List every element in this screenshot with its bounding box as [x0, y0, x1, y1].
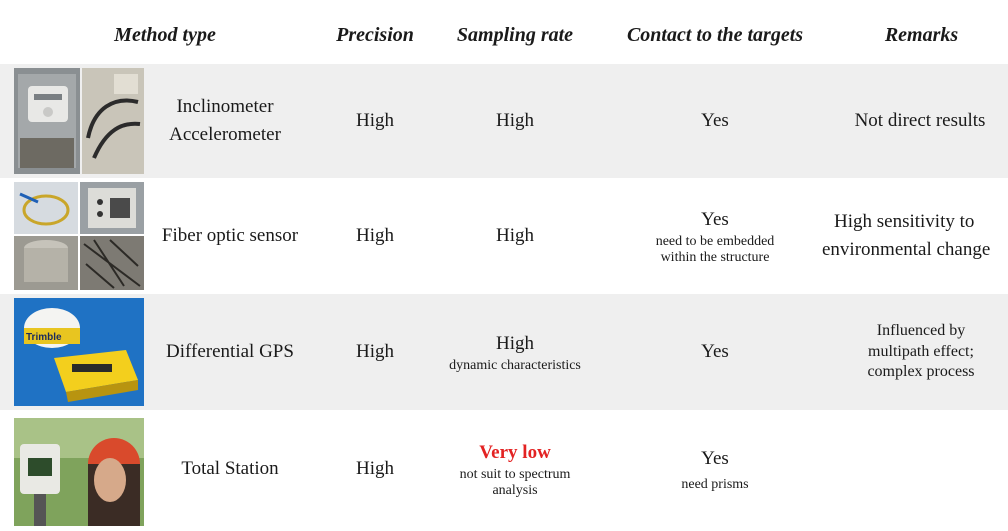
- method-cell: Total Station: [150, 410, 310, 528]
- row-image-inclinometer: [14, 68, 144, 174]
- precision-cell: High: [356, 225, 394, 247]
- remarks-line: Influenced by: [876, 321, 966, 339]
- header-method-type: Method type: [114, 23, 216, 46]
- sampling-note: not suit to spectrum analysis: [459, 466, 571, 498]
- table-row: Trimble Differential GPS High High dynam…: [0, 294, 1008, 410]
- gps-receiver-photo-icon: Trimble: [14, 298, 144, 406]
- remarks-line: environmental change: [822, 239, 991, 260]
- sampling-cell: High: [440, 64, 590, 178]
- fiber-optic-photo-icon: [14, 182, 144, 290]
- sampling-value: High: [496, 333, 534, 355]
- method-line: Fiber optic sensor: [161, 225, 299, 247]
- header-precision: Precision: [336, 23, 414, 46]
- row-image-fiber-optic: [14, 182, 144, 290]
- contact-note: need prisms: [681, 476, 749, 492]
- contact-value: Yes: [701, 341, 729, 363]
- total-station-photo-icon: [14, 418, 144, 526]
- contact-value: Yes: [701, 448, 729, 470]
- contact-cell: Yes need to be embedded within the struc…: [600, 178, 830, 294]
- sampling-note: dynamic characteristics: [449, 357, 581, 373]
- row-image-gps: Trimble: [14, 298, 144, 406]
- sampling-value-highlight: Very low: [479, 442, 551, 464]
- table-row: Inclinometer Accelerometer High High Yes…: [0, 64, 1008, 178]
- header-sampling-rate: Sampling rate: [456, 23, 574, 46]
- remarks-cell: High sensitivity to environmental change: [822, 178, 1008, 294]
- remarks-line: Not direct results: [854, 110, 986, 132]
- sampling-value: High: [496, 110, 534, 132]
- contact-cell: Yes need prisms: [600, 410, 830, 528]
- sampling-value: High: [496, 225, 534, 247]
- header-contact: Contact to the targets: [626, 23, 804, 46]
- precision-cell: High: [356, 458, 394, 480]
- sampling-cell: Very low not suit to spectrum analysis: [430, 410, 600, 528]
- sampling-cell: High dynamic characteristics: [430, 294, 600, 410]
- precision-cell: High: [356, 110, 394, 132]
- row-image-total-station: [14, 418, 144, 526]
- method-line: Accelerometer: [169, 124, 281, 145]
- remarks-cell: Not direct results: [820, 64, 1008, 178]
- table-row: Total Station High Very low not suit to …: [0, 410, 1008, 528]
- contact-cell: Yes: [600, 64, 830, 178]
- precision-cell: High: [356, 341, 394, 363]
- contact-value: Yes: [701, 209, 729, 231]
- method-line: Differential GPS: [166, 341, 294, 363]
- method-cell: Fiber optic sensor: [150, 178, 310, 294]
- remarks-line: High sensitivity to: [834, 211, 975, 233]
- sampling-cell: High: [440, 178, 590, 294]
- contact-note: need to be embedded within the structure: [655, 233, 775, 265]
- method-cell: Inclinometer Accelerometer: [150, 64, 300, 178]
- table-header: Method type Precision Sampling rate Cont…: [0, 0, 1008, 71]
- table-row: Fiber optic sensor High High Yes need to…: [0, 178, 1008, 294]
- contact-cell: Yes: [600, 294, 830, 410]
- method-line: Inclinometer: [176, 96, 274, 118]
- remarks-line: multipath effect;: [868, 342, 974, 360]
- inclinometer-photo-icon: [14, 68, 144, 174]
- contact-value: Yes: [701, 110, 729, 132]
- header-remarks: Remarks: [884, 23, 959, 46]
- method-cell: Differential GPS: [150, 294, 310, 410]
- method-line: Total Station: [181, 458, 279, 480]
- trimble-logo-text: Trimble: [26, 332, 62, 343]
- remarks-line: complex process: [867, 363, 975, 381]
- remarks-cell: Influenced by multipath effect; complex …: [836, 294, 1006, 410]
